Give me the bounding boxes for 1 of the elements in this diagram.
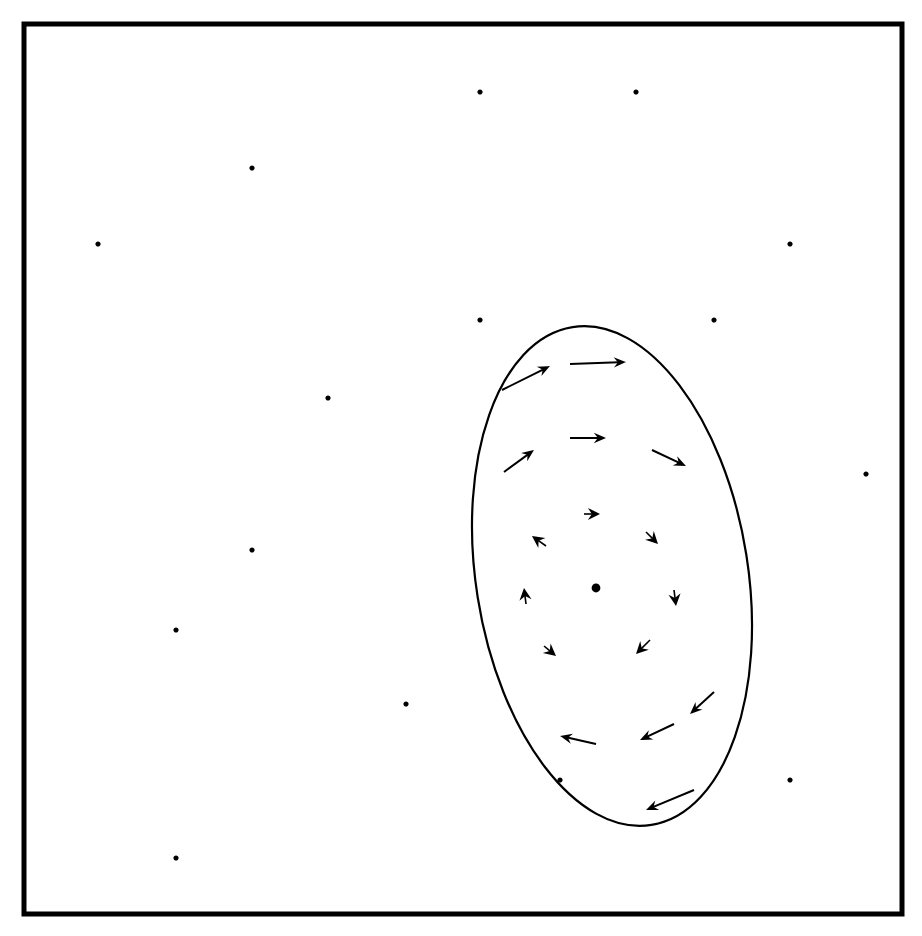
ellipse-outline <box>470 325 754 827</box>
